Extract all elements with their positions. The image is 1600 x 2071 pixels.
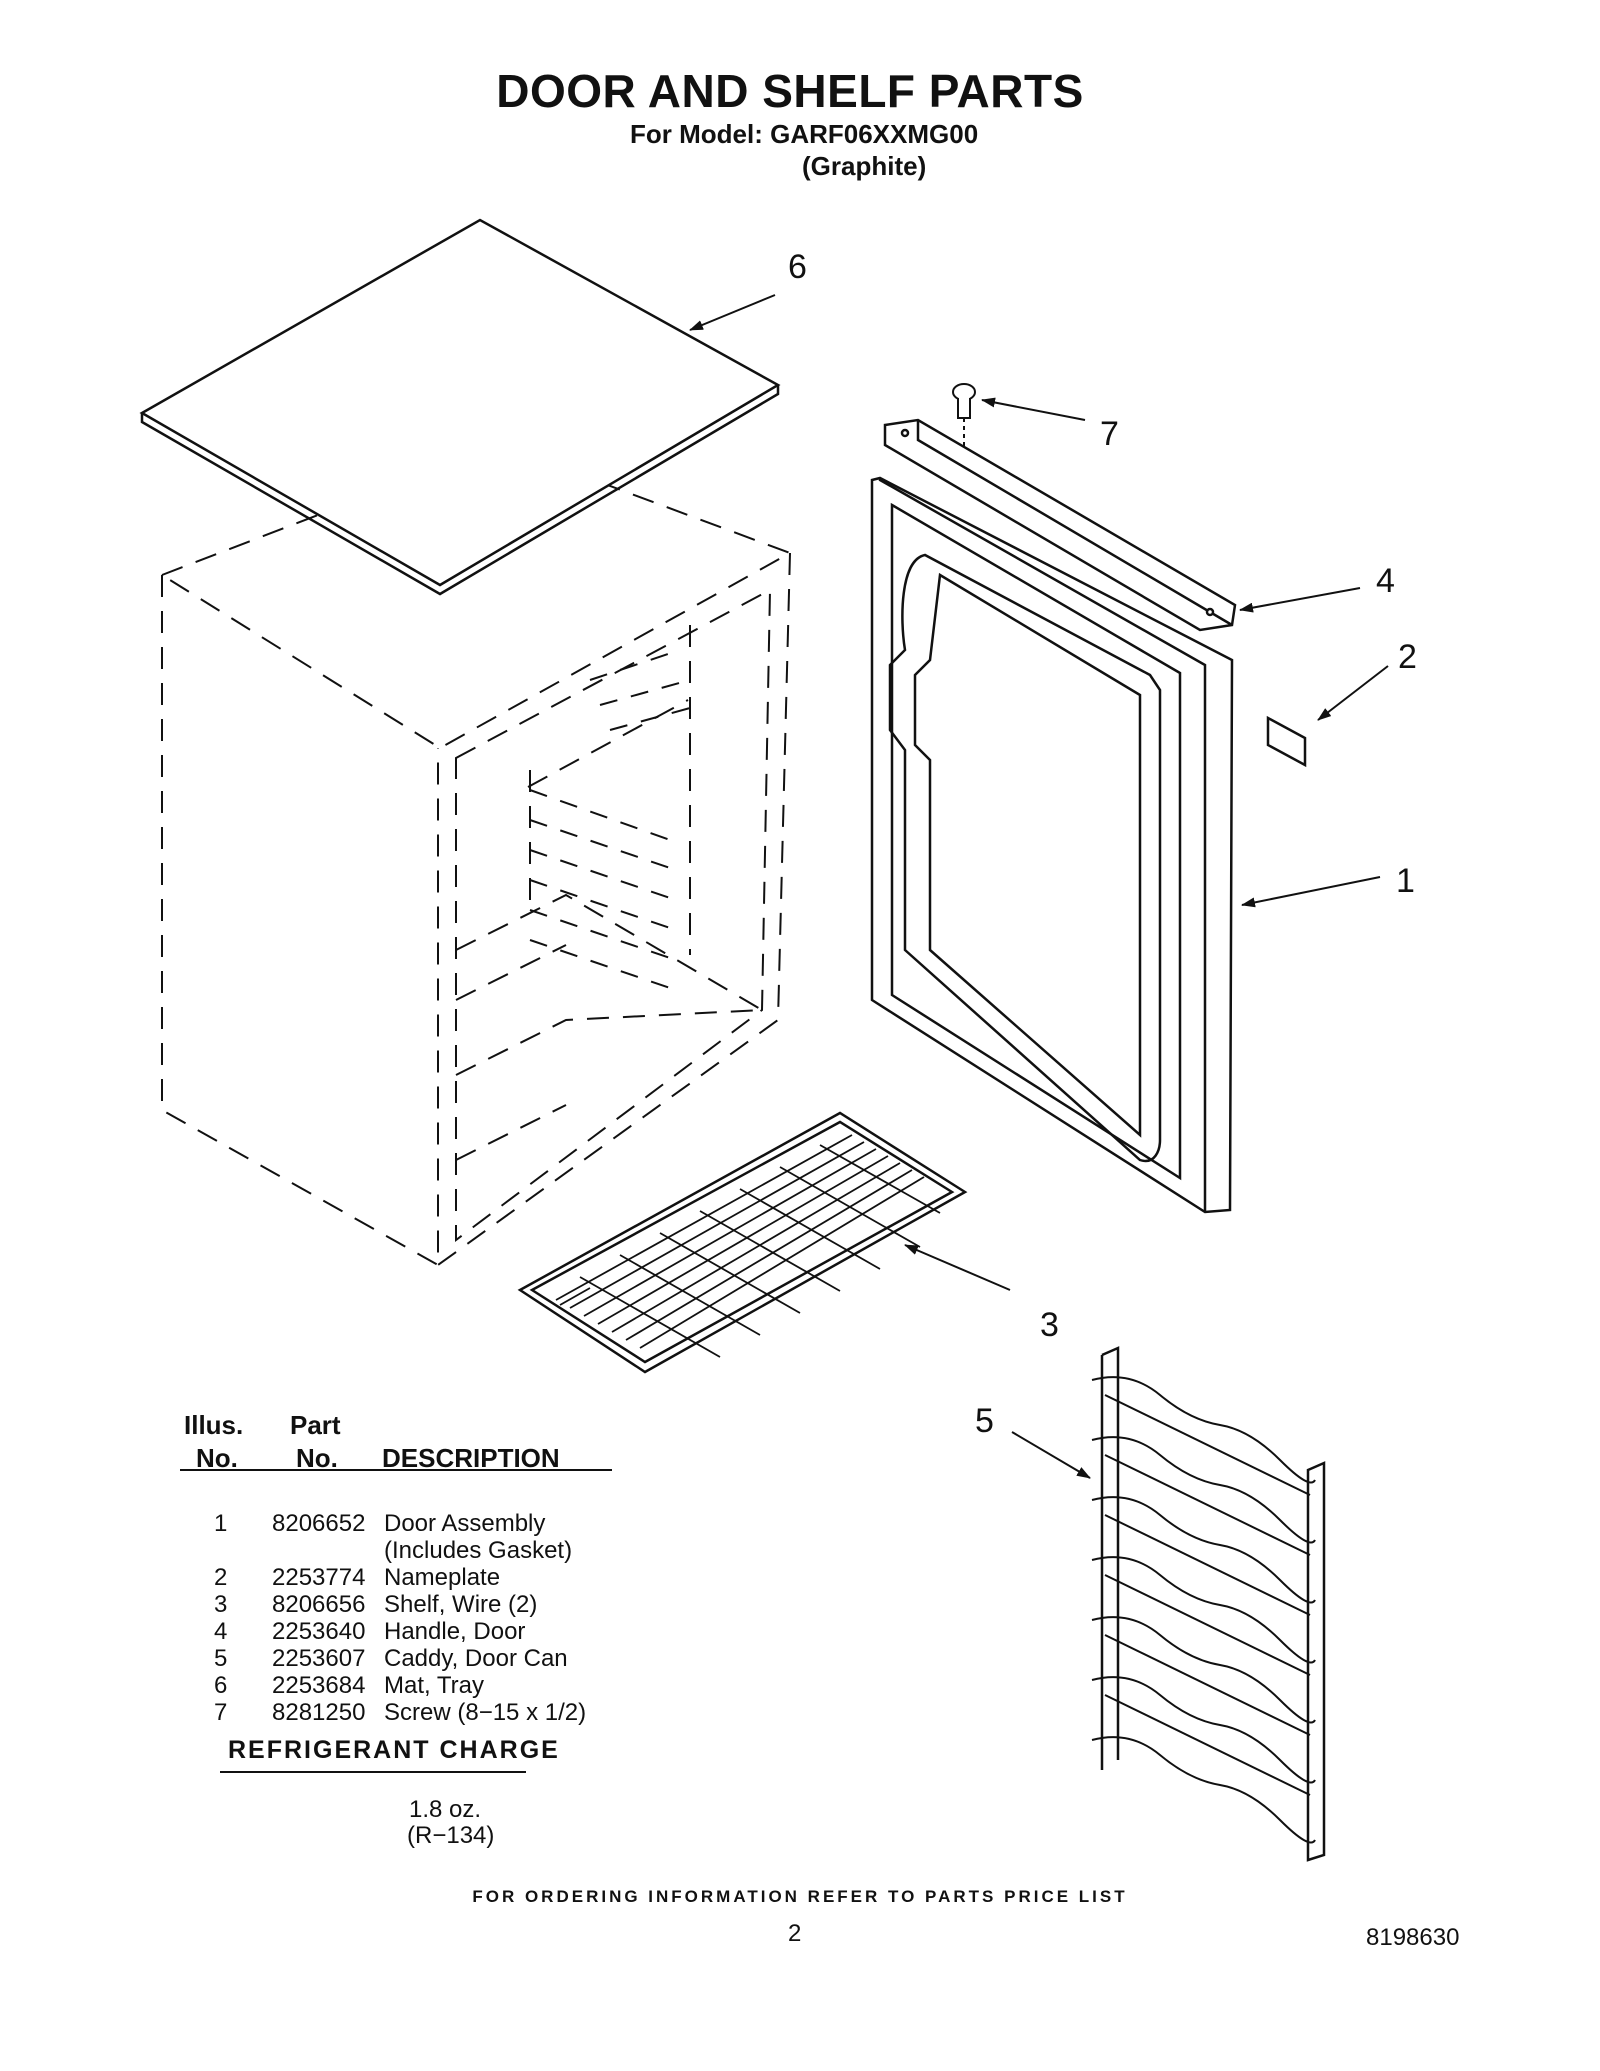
- leader-arrows: [689, 294, 1389, 1479]
- table-header-rule: [180, 1469, 612, 1471]
- part-description: Handle, Door: [384, 1618, 526, 1645]
- part-number: 2253684: [272, 1672, 366, 1699]
- part-header-top: Part: [290, 1410, 341, 1440]
- refrigerant-type: (R−134): [407, 1822, 495, 1849]
- door-assembly-part: [870, 476, 1234, 1214]
- illus-number: 3: [214, 1591, 228, 1618]
- ordering-info-note: FOR ORDERING INFORMATION REFER TO PARTS …: [472, 1887, 1128, 1906]
- refrigerant-amount: 1.8 oz.: [409, 1796, 482, 1823]
- illus-number: 7: [214, 1699, 228, 1726]
- part-description: Screw (8−15 x 1/2): [384, 1699, 587, 1726]
- illus-number: 4: [214, 1618, 228, 1645]
- part-description: Shelf, Wire (2): [384, 1591, 538, 1618]
- illus-header-bottom: No.: [196, 1443, 238, 1473]
- page-number: 2: [788, 1920, 802, 1947]
- description-header: DESCRIPTION: [382, 1443, 560, 1473]
- part-number: 8206652: [272, 1510, 366, 1537]
- part-description: (Includes Gasket): [384, 1537, 573, 1564]
- part-number: 8206656: [272, 1591, 366, 1618]
- callout-2: 2: [1398, 638, 1417, 676]
- callout-5: 5: [975, 1402, 994, 1440]
- can-caddy-part: [1091, 1346, 1326, 1862]
- shelf-rail-marks: [529, 649, 691, 989]
- illus-number: 2: [214, 1564, 228, 1591]
- part-header-bottom: No.: [296, 1443, 338, 1473]
- nameplate-part: [1266, 715, 1307, 768]
- wire-shelf-part: [517, 1111, 968, 1374]
- tray-mat-part: [139, 218, 781, 596]
- callout-6: 6: [788, 248, 807, 286]
- cabinet-outline: [159, 443, 793, 1267]
- door-handle-part: [883, 418, 1237, 632]
- model-number: For Model: GARF06XXMG00: [630, 119, 979, 149]
- callout-1: 1: [1396, 862, 1415, 900]
- refrigerant-charge-heading: REFRIGERANT CHARGE: [228, 1736, 560, 1764]
- part-number: 2253607: [272, 1645, 366, 1672]
- model-finish: (Graphite): [802, 151, 927, 181]
- document-number: 8198630: [1366, 1924, 1460, 1951]
- callout-3: 3: [1040, 1306, 1059, 1344]
- part-description: Caddy, Door Can: [384, 1645, 568, 1672]
- illus-number: 6: [214, 1672, 228, 1699]
- illus-number: 5: [214, 1645, 228, 1672]
- part-number: 8281250: [272, 1699, 366, 1726]
- refrigerant-heading-rule: [220, 1771, 526, 1773]
- part-number: 2253774: [272, 1564, 366, 1591]
- part-description: Door Assembly: [384, 1510, 546, 1537]
- part-description: Mat, Tray: [384, 1672, 485, 1699]
- part-description: Nameplate: [384, 1564, 501, 1591]
- callout-4: 4: [1376, 562, 1395, 600]
- page-title: DOOR AND SHELF PARTS: [496, 65, 1084, 117]
- illus-header-top: Illus.: [184, 1410, 244, 1440]
- part-number: 2253640: [272, 1618, 366, 1645]
- illus-number: 1: [214, 1510, 228, 1537]
- callout-7: 7: [1100, 415, 1119, 453]
